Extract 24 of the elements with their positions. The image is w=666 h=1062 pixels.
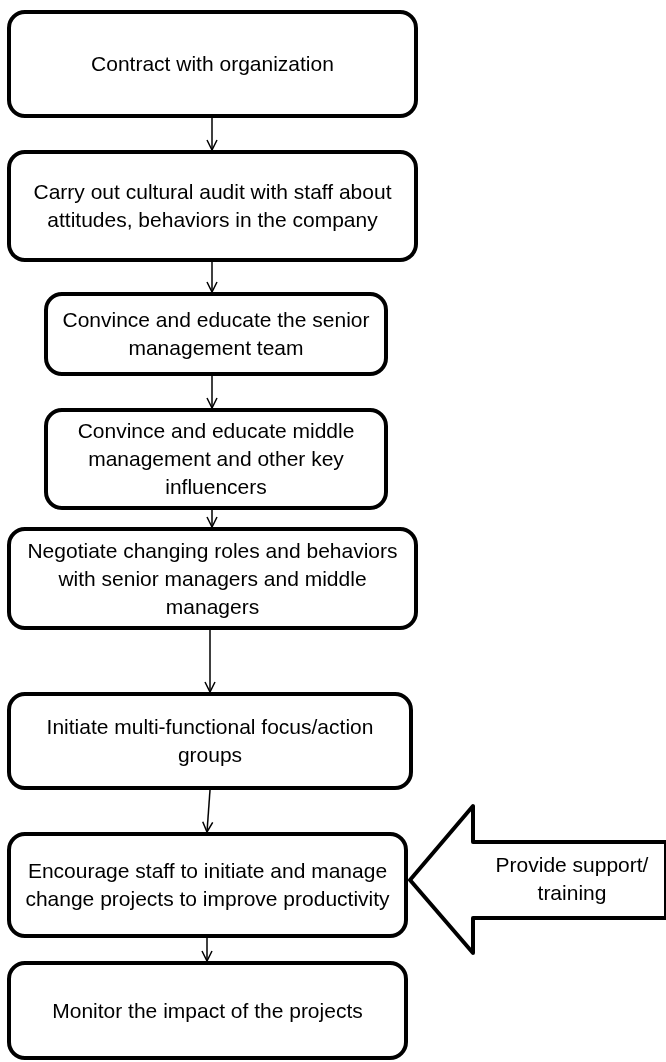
process-box xyxy=(44,292,388,376)
arrow xyxy=(202,789,214,833)
step-text: Initiate multi-functional focus/action groups xyxy=(45,714,375,768)
process-box xyxy=(7,527,418,630)
step-text: Monitor the impact of the projects xyxy=(52,997,363,1024)
arrow xyxy=(201,937,213,962)
process-box xyxy=(7,832,408,938)
step-text: Carry out cultural audit with staff about attitudes, behaviors in the company xyxy=(32,179,393,233)
step-text: Provide support/ training xyxy=(494,852,650,906)
arrow xyxy=(206,117,218,151)
step-text: Negotiate changing roles and behaviors with senior managers and middle managers xyxy=(26,537,399,620)
process-box xyxy=(44,408,388,510)
process-box xyxy=(7,692,413,790)
step-text: Convince and educate the senior management team xyxy=(61,307,371,361)
step-text: Convince and educate middle management and other key influencers xyxy=(76,418,356,500)
arrow xyxy=(206,375,218,409)
step-text: Encourage staff to initiate and manage change projects to improve productivity xyxy=(24,858,391,912)
arrow xyxy=(204,629,216,693)
process-box xyxy=(7,961,408,1060)
arrow xyxy=(206,261,218,293)
step-text: Contract with organization xyxy=(91,51,334,77)
process-box xyxy=(7,150,418,262)
process-box xyxy=(7,10,418,118)
arrow xyxy=(206,509,218,528)
